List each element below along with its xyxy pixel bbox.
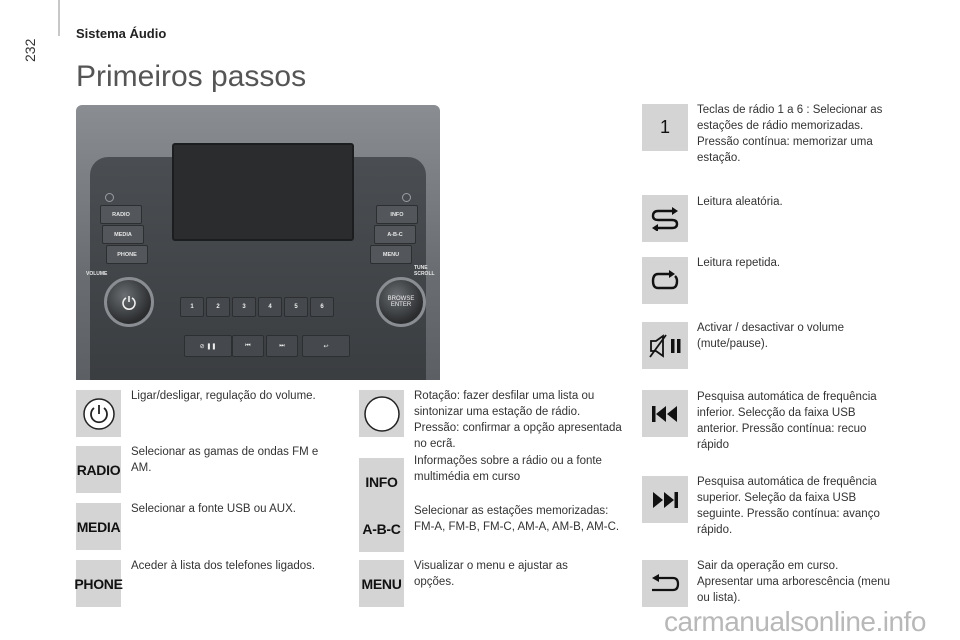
- panel-power-icon: [122, 296, 136, 310]
- next-track-description: Pesquisa automática de frequência superi…: [697, 476, 880, 536]
- panel-phone-button: PHONE: [106, 245, 148, 264]
- section-title: Sistema Áudio: [76, 26, 167, 41]
- info-label: INFO: [365, 473, 398, 490]
- panel-volume-label: VOLUME: [86, 271, 108, 277]
- radio-label-tile: RADIO: [76, 446, 121, 493]
- panel-preset-5: 5: [284, 297, 308, 317]
- shuffle-description: Leitura aleatória.: [697, 196, 783, 208]
- panel-abc-button: A-B-C: [374, 225, 416, 244]
- page-title: Primeiros passos: [76, 60, 307, 93]
- mute-description: Activar / desactivar o volume (mute/paus…: [697, 322, 845, 350]
- panel-media-button: MEDIA: [102, 225, 144, 244]
- menu-label-tile: MENU: [359, 560, 404, 607]
- panel-preset-3: 3: [232, 297, 256, 317]
- panel-preset-6: 6: [310, 297, 334, 317]
- phone-label-tile: PHONE: [74, 560, 123, 607]
- panel-prev-button: ⏮: [232, 335, 264, 357]
- power-icon: [76, 390, 121, 437]
- previous-track-description: Pesquisa automática de frequência inferi…: [697, 391, 877, 451]
- phone-label: PHONE: [74, 575, 123, 592]
- watermark: carmanualsonline.info: [664, 606, 926, 637]
- previous-track-icon: [642, 390, 688, 437]
- knob-icon: [359, 390, 404, 437]
- panel-radio-button: RADIO: [100, 205, 142, 224]
- repeat-description: Leitura repetida.: [697, 257, 781, 269]
- info-description: Informações sobre a rádio ou a fonte mul…: [414, 455, 602, 483]
- number-one-label: 1: [659, 117, 670, 137]
- panel-info-button: INFO: [376, 205, 418, 224]
- abc-label: A-B-C: [362, 520, 401, 537]
- panel-tune-label: TUNE SCROLL: [414, 265, 435, 277]
- margin-rule: [58, 0, 60, 36]
- panel-preset-1: 1: [180, 297, 204, 317]
- panel-preset-2: 2: [206, 297, 230, 317]
- panel-preset-4: 4: [258, 297, 282, 317]
- presets-description: Teclas de rádio 1 a 6 : Selecionar as es…: [697, 104, 883, 164]
- panel-next-button: ⏭: [266, 335, 298, 357]
- radio-label: RADIO: [76, 461, 121, 478]
- panel-mute-button: ⊘ ❚❚: [184, 335, 232, 357]
- media-label-tile: MEDIA: [76, 503, 121, 550]
- media-label: MEDIA: [76, 518, 121, 535]
- return-description: Sair da operação em curso. Apresentar um…: [697, 560, 891, 604]
- return-icon: [642, 560, 688, 607]
- panel-indicator-left: [105, 193, 114, 202]
- phone-description: Aceder à lista dos telefones ligados.: [131, 560, 316, 572]
- menu-description: Visualizar o menu e ajustar as opções.: [414, 560, 568, 588]
- page-number: 232: [22, 38, 38, 62]
- number-one-tile: 1: [642, 104, 688, 151]
- info-label-tile: INFO: [359, 458, 404, 505]
- radio-display: [172, 143, 354, 241]
- radio-panel-image: RADIO MEDIA PHONE INFO A-B-C MENU VOLUME…: [76, 105, 440, 380]
- abc-description: Selecionar as estações memorizadas: FM-A…: [414, 505, 620, 533]
- panel-indicator-right: [402, 193, 411, 202]
- panel-browse-label: BROWSE ENTER: [387, 296, 415, 308]
- next-track-icon: [642, 476, 688, 523]
- menu-label: MENU: [361, 575, 402, 592]
- abc-label-tile: A-B-C: [359, 505, 404, 552]
- knob-description: Rotação: fazer desfilar uma lista ou sin…: [414, 390, 622, 450]
- mute-pause-icon: [642, 322, 688, 369]
- panel-menu-button: MENU: [370, 245, 412, 264]
- power-description: Ligar/desligar, regulação do volume.: [131, 390, 316, 402]
- media-description: Selecionar a fonte USB ou AUX.: [131, 503, 296, 515]
- shuffle-icon: [642, 195, 688, 242]
- panel-power-knob: [104, 277, 154, 327]
- panel-back-button: ↩: [302, 335, 350, 357]
- panel-browse-knob: BROWSE ENTER: [376, 277, 426, 327]
- repeat-icon: [642, 257, 688, 304]
- radio-description: Selecionar as gamas de ondas FM e AM.: [131, 446, 319, 474]
